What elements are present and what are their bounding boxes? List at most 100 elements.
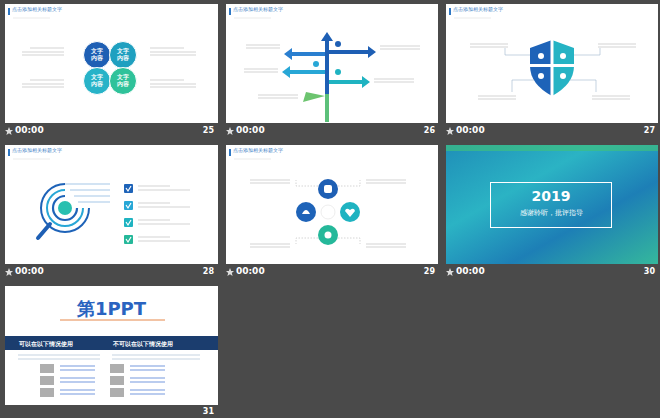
decor-shape: [53, 196, 77, 220]
decor-shape: [22, 52, 64, 53]
decor-shape: [374, 82, 414, 83]
decor-shape: [570, 80, 596, 92]
decor-shape: [446, 268, 454, 276]
checkboxes: [124, 184, 133, 244]
circle-node: 文字内容: [109, 67, 137, 95]
decor-shape: [8, 8, 10, 15]
decor-shape: [574, 48, 600, 55]
subtitle-lines: [13, 18, 491, 159]
decor-shape: [318, 225, 338, 245]
decor-shape: [244, 72, 278, 73]
decor-shape: [130, 394, 165, 395]
decor-shape: [284, 48, 325, 60]
decor-shape: [126, 186, 131, 191]
decor-shape: [512, 80, 534, 92]
decor-shape: [478, 99, 516, 100]
decor-shape: [60, 366, 95, 367]
decor-shape: [138, 237, 170, 238]
slide-title: 点击添加相关标题文字: [12, 148, 62, 154]
decor-shape: [338, 180, 360, 186]
decor-shape: [150, 52, 196, 53]
slide-stripe: [446, 145, 658, 151]
slide-thumbs: [5, 4, 658, 405]
decor-shape: [65, 184, 110, 185]
decor-shape: [250, 180, 406, 247]
slide-thumb: [226, 4, 438, 123]
decor-shape: [325, 40, 329, 95]
decor-shape: [150, 48, 184, 49]
decor-shape: [313, 61, 319, 67]
license-page: [18, 320, 200, 397]
decor-shape: [478, 96, 516, 97]
decor-shape: [229, 8, 231, 15]
decor-shape: [112, 355, 200, 356]
decor-shape: [505, 48, 530, 55]
decor-shape: [40, 376, 54, 385]
decor-shape: [110, 364, 124, 373]
slide-thumb: [446, 4, 658, 123]
decor-shape: [70, 190, 110, 191]
decor-shape: [302, 210, 310, 214]
node-text: 文字内容: [117, 48, 130, 62]
node-text: 文字内容: [117, 74, 130, 88]
decor-shape: [325, 232, 332, 239]
slide-number: 29: [424, 268, 435, 277]
circle-node: 文字内容: [109, 41, 137, 69]
decor-shape: [470, 44, 636, 99]
decor-shape: [58, 201, 72, 215]
decor-shape: [234, 159, 271, 160]
signpost-arrows: [244, 32, 420, 122]
decor-shape: [325, 94, 329, 122]
decor-shape: [340, 202, 360, 222]
slide-thumb: [5, 4, 218, 123]
decor-shape: [449, 8, 451, 15]
decor-shape: [112, 359, 200, 360]
decor-shape: [505, 48, 600, 92]
decor-shape: [335, 41, 341, 47]
decor-shape: [18, 355, 100, 356]
decor-shape: [47, 190, 83, 226]
node-text: 感谢聆听，批评指导: [499, 208, 603, 218]
decor-shape: [22, 87, 64, 88]
decor-shape: [124, 218, 133, 227]
decor-shape: [321, 205, 335, 219]
decor-shape: [110, 388, 124, 397]
decor-shape: [560, 53, 566, 59]
slide-number: 26: [424, 127, 435, 136]
decor-shape: [5, 127, 13, 135]
decor-shape: [138, 190, 190, 191]
decor-shape: [246, 48, 280, 49]
slide-thumb: [5, 286, 218, 405]
decor-shape: [40, 388, 54, 397]
logo-text: 第1PPT: [77, 299, 146, 319]
decor-shape: [226, 268, 234, 276]
decor-shape: [60, 382, 95, 383]
decor-shape: [18, 359, 100, 360]
decor-shape: [470, 47, 508, 48]
decor-shape: [60, 320, 165, 321]
decor-shape: [324, 185, 332, 193]
time-label: 00:00: [236, 267, 265, 277]
decor-shape: [296, 180, 318, 186]
title-markers: [8, 8, 451, 156]
decor-shape: [229, 149, 231, 156]
decor-shape: [244, 45, 420, 98]
decor-shape: [250, 183, 290, 184]
decor-shape: [258, 98, 298, 99]
node-text: 不可以在以下情况使用: [113, 340, 173, 349]
decor-shape: [5, 268, 13, 276]
decor-shape: [18, 355, 200, 359]
slide-title: 点击添加相关标题文字: [233, 148, 283, 154]
slide-number: 27: [644, 127, 655, 136]
decor-shape: [40, 364, 54, 373]
decor-shape: [13, 18, 50, 19]
decor-shape: [40, 364, 124, 397]
decor-shape: [138, 186, 170, 187]
decor-shape: [592, 96, 630, 97]
decor-shape: [130, 382, 165, 383]
slide-number: 28: [203, 268, 214, 277]
decor-shape: [60, 390, 95, 391]
transition-icons: [5, 127, 454, 276]
circle-node: 文字内容: [83, 67, 111, 95]
